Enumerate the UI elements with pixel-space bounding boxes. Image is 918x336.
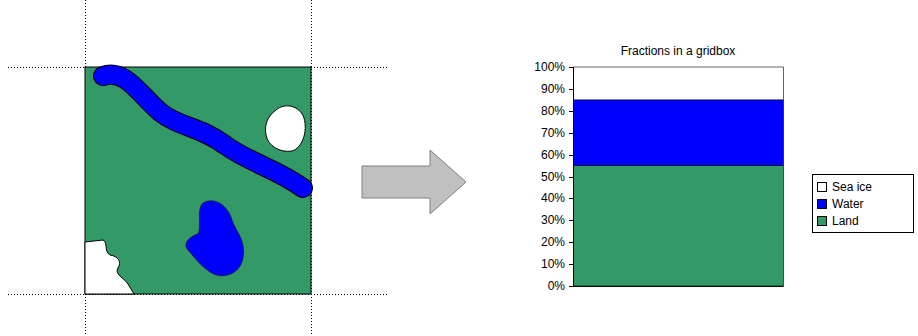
legend-item: Water bbox=[817, 195, 913, 212]
tick-mark bbox=[569, 177, 573, 178]
axis-line bbox=[573, 286, 784, 287]
sea-ice-patch bbox=[85, 240, 134, 294]
tick-mark bbox=[569, 111, 573, 112]
tick-mark bbox=[569, 220, 573, 221]
bar-segment bbox=[574, 166, 784, 286]
axis-label: 0% bbox=[517, 279, 565, 293]
land-area bbox=[85, 67, 311, 294]
chart-title: Fractions in a gridbox bbox=[621, 44, 736, 58]
axis-label: 70% bbox=[517, 126, 565, 140]
axis-line bbox=[573, 67, 574, 286]
tick-mark bbox=[569, 286, 573, 287]
axis-label: 20% bbox=[517, 235, 565, 249]
legend-swatch bbox=[817, 199, 827, 209]
bar-segment bbox=[574, 67, 784, 100]
stacked-bar-chart bbox=[569, 67, 784, 287]
tick-mark bbox=[569, 89, 573, 90]
tick-mark bbox=[569, 155, 573, 156]
legend-item: Sea ice bbox=[817, 178, 913, 195]
axis-label: 30% bbox=[517, 213, 565, 227]
tick-mark bbox=[569, 67, 573, 68]
axis-label: 60% bbox=[517, 148, 565, 162]
block-arrow bbox=[362, 150, 466, 214]
legend-label: Sea ice bbox=[832, 180, 872, 194]
legend-swatch bbox=[817, 216, 827, 226]
axis-label: 10% bbox=[517, 257, 565, 271]
grid-lines bbox=[8, 0, 388, 336]
axis-label: 40% bbox=[517, 191, 565, 205]
axis-label: 90% bbox=[517, 82, 565, 96]
legend-label: Water bbox=[832, 197, 864, 211]
tick-mark bbox=[569, 264, 573, 265]
axis-label: 100% bbox=[517, 60, 565, 74]
tick-mark bbox=[569, 198, 573, 199]
sea-ice-patch bbox=[265, 106, 305, 152]
tick-mark bbox=[569, 133, 573, 134]
legend-label: Land bbox=[832, 214, 859, 228]
axis-label: 80% bbox=[517, 104, 565, 118]
legend-swatch bbox=[817, 182, 827, 192]
axis-label: 50% bbox=[517, 170, 565, 184]
tick-mark bbox=[569, 242, 573, 243]
lake bbox=[186, 201, 244, 276]
bar-segment bbox=[574, 100, 784, 166]
legend: Sea iceWaterLand bbox=[812, 174, 914, 233]
legend-item: Land bbox=[817, 212, 913, 229]
